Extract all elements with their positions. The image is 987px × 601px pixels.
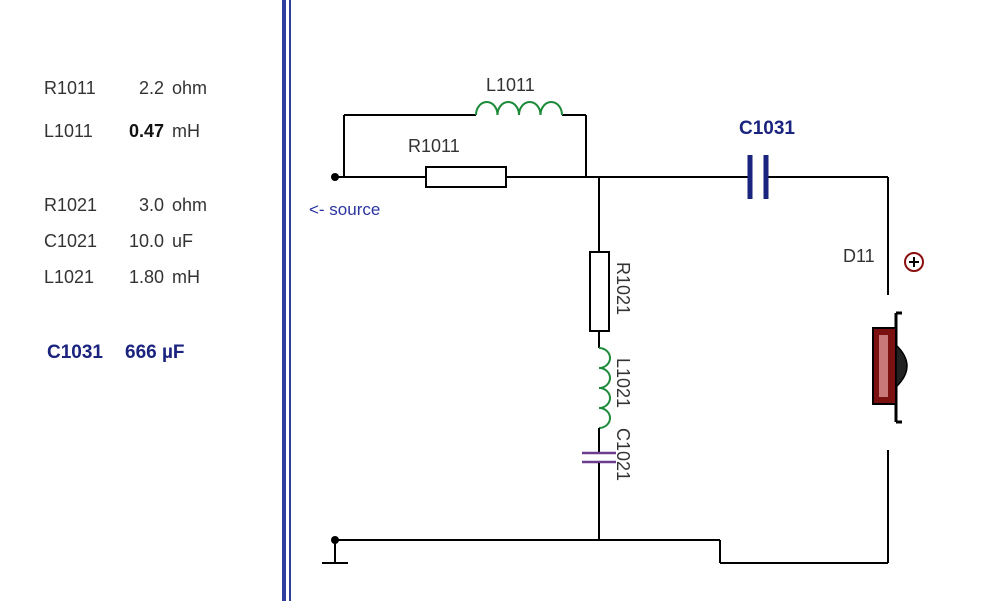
panel-divider-secondary	[289, 0, 291, 601]
param-name: L1011	[44, 121, 93, 141]
param-name: C1021	[44, 231, 98, 251]
resistor-r1011[interactable]	[425, 166, 507, 188]
param-name: R1021	[44, 195, 98, 215]
label-r1021: R1021	[613, 262, 633, 315]
param-value[interactable]: 10.0	[128, 231, 164, 251]
label-l1021: L1021	[613, 358, 633, 408]
label-c1031: C1031	[739, 118, 795, 139]
param-value[interactable]: 2.2	[138, 78, 164, 98]
resistor-r1021[interactable]	[589, 251, 610, 332]
inductor-l1011[interactable]	[475, 101, 563, 116]
param-value[interactable]: 1.80	[128, 267, 164, 287]
param-unit: mH	[172, 267, 200, 287]
label-d11: D11	[843, 246, 875, 266]
capacitor-c1021[interactable]	[582, 428, 616, 470]
label-source: <- source	[309, 200, 380, 219]
inductor-l1021[interactable]	[598, 347, 611, 429]
param-name: C1031	[47, 342, 103, 363]
label-r1011: R1011	[408, 136, 460, 156]
panel-divider[interactable]	[282, 0, 286, 601]
param-unit: ohm	[172, 78, 208, 98]
param-unit: uF	[172, 231, 194, 251]
polarity-plus-icon	[904, 252, 924, 272]
param-unit: mH	[172, 121, 200, 141]
label-l1011: L1011	[486, 75, 535, 95]
param-value[interactable]: 666 µF	[125, 342, 185, 363]
param-value[interactable]: 0.47	[128, 121, 164, 141]
param-value[interactable]: 3.0	[138, 195, 164, 215]
source-node[interactable]	[331, 173, 339, 181]
speaker-d11[interactable]	[872, 311, 908, 424]
ground-node[interactable]	[331, 536, 339, 544]
param-name: L1021	[44, 267, 95, 287]
param-unit: ohm	[172, 195, 208, 215]
param-row-c1031[interactable]: C1031 666 µF	[47, 342, 207, 364]
label-c1021: C1021	[613, 428, 633, 481]
param-name: R1011	[44, 78, 96, 98]
capacitor-c1031[interactable]	[747, 155, 769, 199]
